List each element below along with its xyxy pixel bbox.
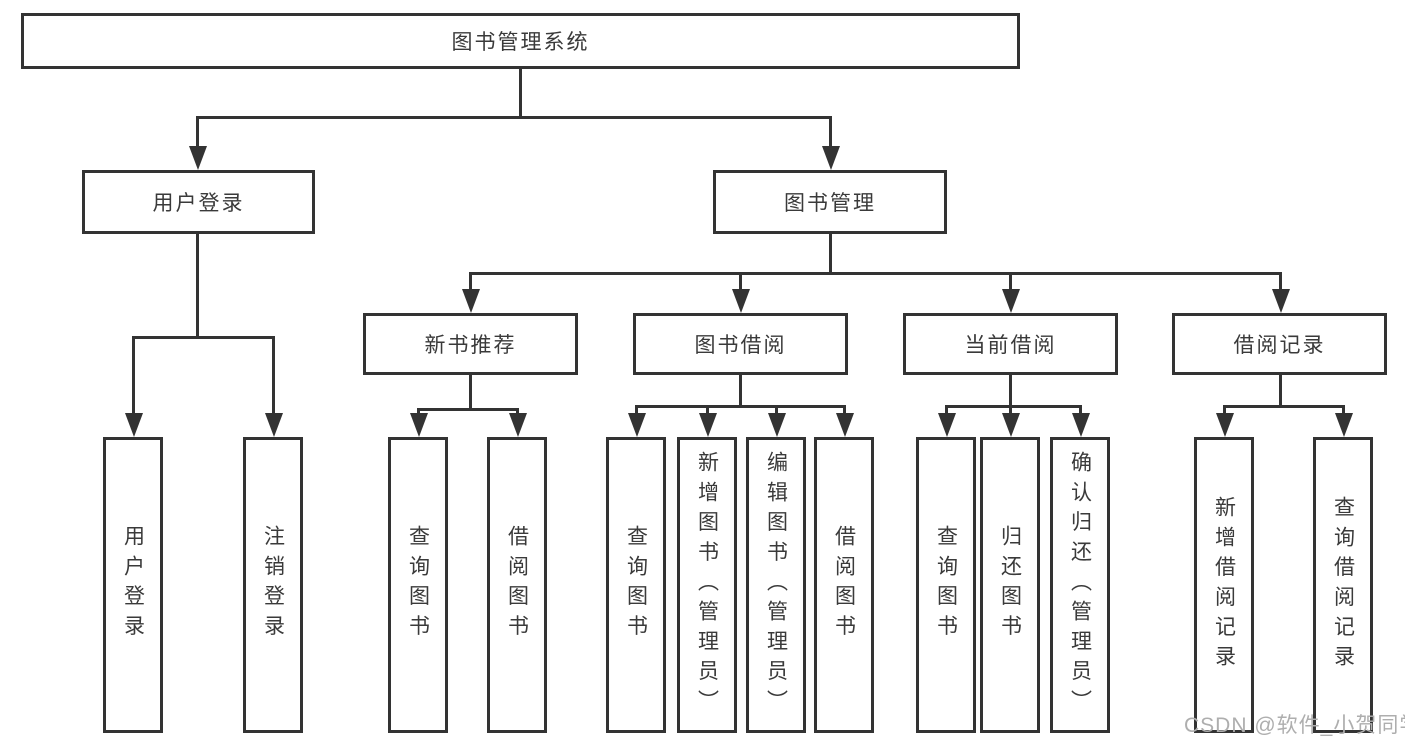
arrow-to-user-login <box>188 116 207 170</box>
arrow-to-book-borrow <box>731 272 750 313</box>
arrow-to-confirm-return <box>1071 405 1090 437</box>
connector-root-rail <box>196 116 832 119</box>
leaf-query-borrow-record-label: 查询借阅记录 <box>1331 495 1355 675</box>
connector-book-borrow-stem <box>739 375 742 408</box>
leaf-user-login-label: 用户登录 <box>121 525 145 645</box>
node-new-book-recommend-label: 新书推荐 <box>424 334 517 357</box>
leaf-user-login: 用户登录 <box>103 437 163 733</box>
leaf-query-borrow-record: 查询借阅记录 <box>1313 437 1373 733</box>
leaf-logout-login-label: 注销登录 <box>261 525 285 645</box>
leaf-return-books: 归还图书 <box>980 437 1040 733</box>
node-current-borrow-label: 当前借阅 <box>964 334 1057 357</box>
connector-book-borrow-rail <box>635 405 846 408</box>
leaf-borrow-books-2: 借阅图书 <box>814 437 874 733</box>
node-user-login-label: 用户登录 <box>152 192 245 215</box>
leaf-logout-login: 注销登录 <box>243 437 303 733</box>
arrow-to-new-book-recommend <box>461 272 480 313</box>
leaf-query-books-2-label: 查询图书 <box>624 525 648 645</box>
arrow-to-borrow-books-2 <box>835 405 854 437</box>
node-user-login: 用户登录 <box>82 170 315 234</box>
node-book-mgmt: 图书管理 <box>713 170 947 234</box>
connector-book-mgmt-rail <box>469 272 1282 275</box>
node-book-borrow-label: 图书借阅 <box>694 334 787 357</box>
leaf-query-books-3-label: 查询图书 <box>934 525 958 645</box>
connector-user-login-stem <box>196 234 199 339</box>
node-book-borrow: 图书借阅 <box>633 313 848 375</box>
arrow-to-book-mgmt <box>821 116 840 170</box>
arrow-to-edit-books <box>767 405 786 437</box>
leaf-borrow-books-1: 借阅图书 <box>487 437 547 733</box>
leaf-add-borrow-record-label: 新增借阅记录 <box>1212 495 1236 675</box>
connector-current-borrow-stem <box>1009 375 1012 408</box>
node-root-label: 图书管理系统 <box>451 31 590 54</box>
connector-root-stem <box>519 69 522 116</box>
connector-book-mgmt-stem <box>829 234 832 275</box>
arrow-to-query-borrow-record <box>1334 405 1353 437</box>
leaf-add-books-admin: 新增图书（管理员） <box>677 437 737 733</box>
node-new-book-recommend: 新书推荐 <box>363 313 578 375</box>
arrow-to-leaf-user-login <box>124 336 143 437</box>
leaf-confirm-return-admin-label: 确认归还（管理员） <box>1068 450 1092 720</box>
arrow-to-query-books-2 <box>627 405 646 437</box>
connector-new-book-rail <box>417 408 519 411</box>
leaf-borrow-books-2-label: 借阅图书 <box>832 525 856 645</box>
leaf-return-books-label: 归还图书 <box>998 525 1022 645</box>
arrow-to-leaf-logout <box>264 336 283 437</box>
leaf-add-borrow-record: 新增借阅记录 <box>1194 437 1254 733</box>
arrow-to-return-books <box>1001 405 1020 437</box>
leaf-query-books-1-label: 查询图书 <box>406 525 430 645</box>
arrow-to-add-borrow-record <box>1215 405 1234 437</box>
arrow-to-query-books-3 <box>937 405 956 437</box>
node-borrow-records: 借阅记录 <box>1172 313 1387 375</box>
leaf-edit-books-admin-label: 编辑图书（管理员） <box>764 450 788 720</box>
leaf-confirm-return-admin: 确认归还（管理员） <box>1050 437 1110 733</box>
leaf-borrow-books-1-label: 借阅图书 <box>505 525 529 645</box>
node-borrow-records-label: 借阅记录 <box>1233 334 1326 357</box>
arrow-to-query-books-1 <box>409 408 428 437</box>
leaf-query-books-3: 查询图书 <box>916 437 976 733</box>
arrow-to-borrow-books-1 <box>508 408 527 437</box>
connector-borrow-records-stem <box>1279 375 1282 408</box>
node-root: 图书管理系统 <box>21 13 1020 69</box>
leaf-query-books-2: 查询图书 <box>606 437 666 733</box>
connector-new-book-stem <box>469 375 472 411</box>
node-current-borrow: 当前借阅 <box>903 313 1118 375</box>
leaf-query-books-1: 查询图书 <box>388 437 448 733</box>
connector-user-login-rail <box>132 336 275 339</box>
arrow-to-borrow-records <box>1271 272 1290 313</box>
connector-borrow-records-rail <box>1223 405 1345 408</box>
connector-current-borrow-rail <box>945 405 1082 408</box>
arrow-to-add-books <box>698 405 717 437</box>
leaf-edit-books-admin: 编辑图书（管理员） <box>746 437 806 733</box>
arrow-to-current-borrow <box>1001 272 1020 313</box>
leaf-add-books-admin-label: 新增图书（管理员） <box>695 450 719 720</box>
node-book-mgmt-label: 图书管理 <box>784 192 876 215</box>
watermark: CSDN @软件_小贺同学 <box>1184 714 1405 737</box>
